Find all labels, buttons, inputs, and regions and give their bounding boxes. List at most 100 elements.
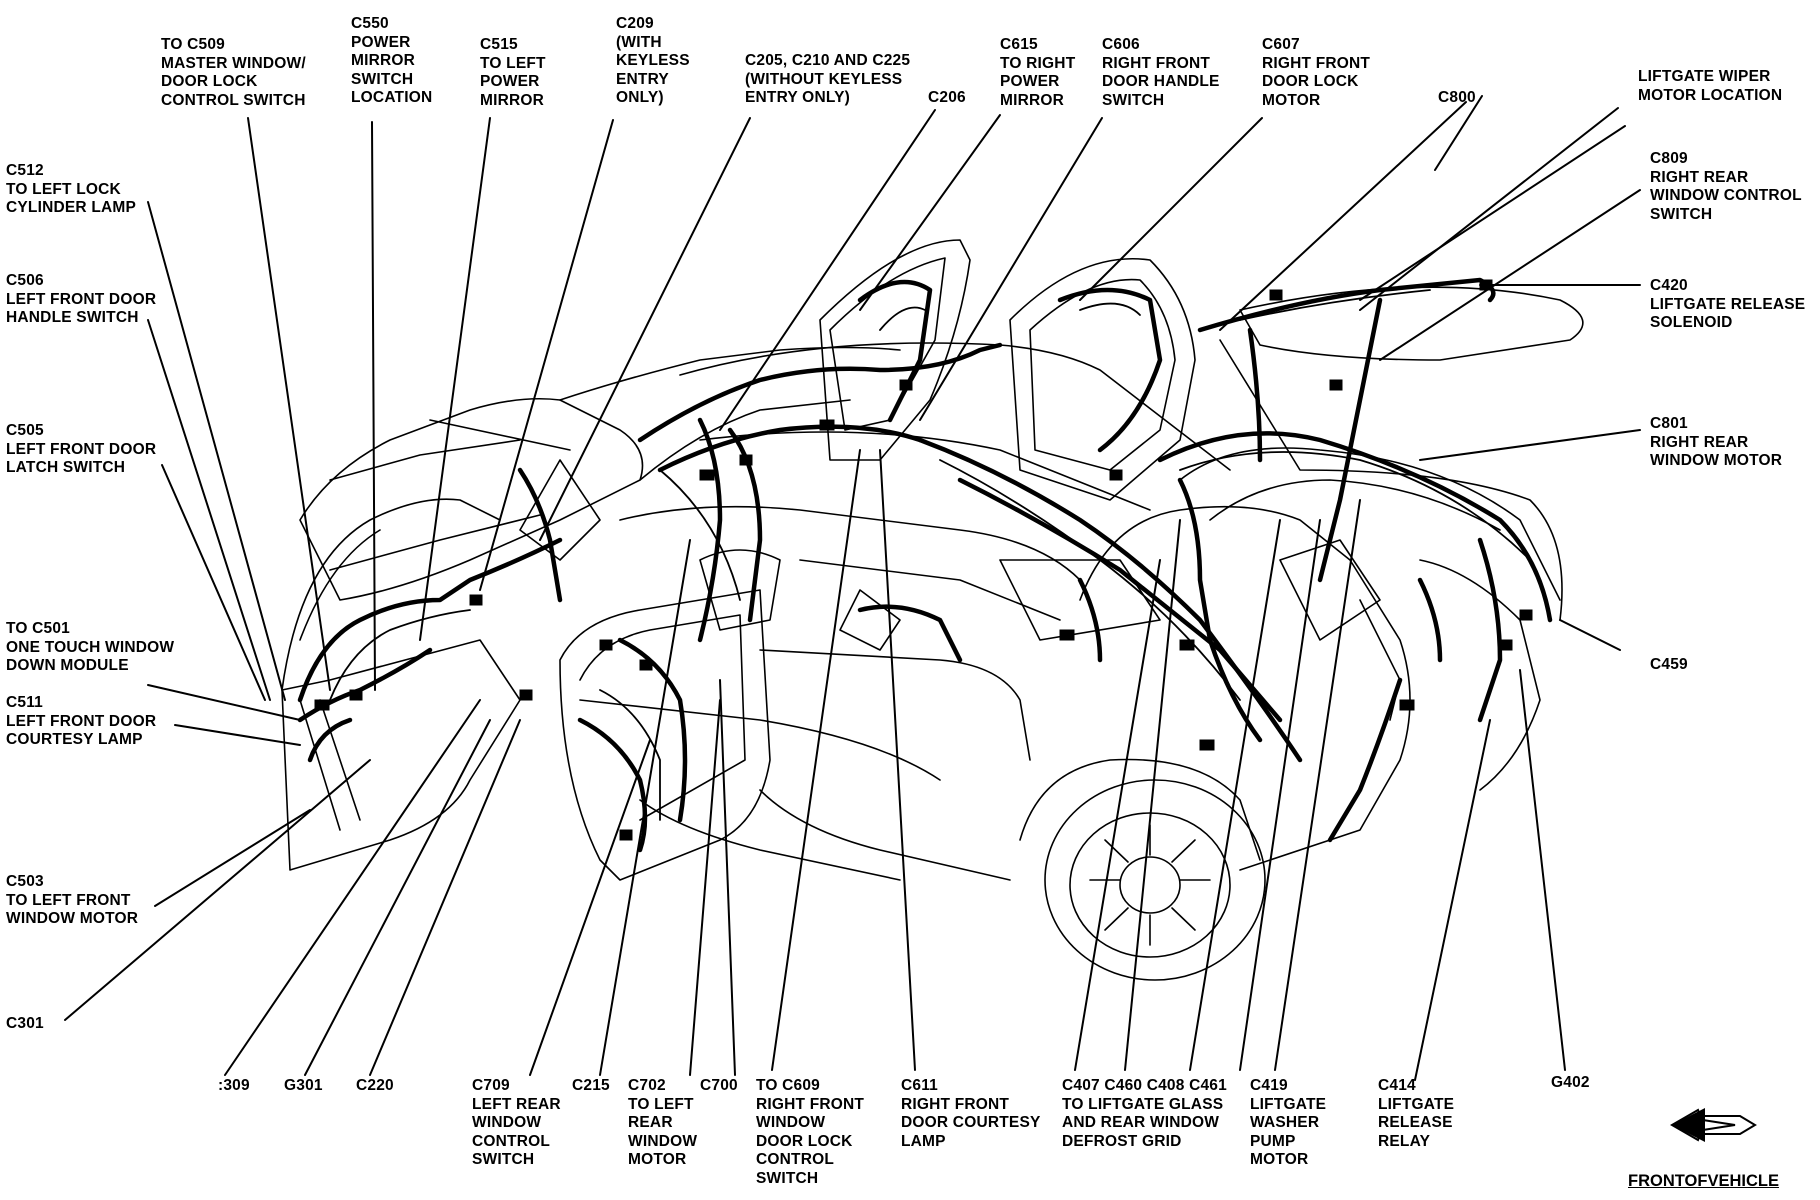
label-line: C505 <box>6 422 44 439</box>
label-line: SOLENOID <box>1650 314 1733 331</box>
label-line: C215 <box>572 1077 610 1094</box>
label-line: WASHER <box>1250 1114 1320 1131</box>
label-line: HANDLE SWITCH <box>6 309 139 326</box>
label-line: C419 <box>1250 1077 1288 1094</box>
label-line: C459 <box>1650 656 1688 673</box>
label-line: C205, C210 AND C225 <box>745 52 911 69</box>
label-line: CYLINDER LAMP <box>6 199 137 216</box>
connectors <box>314 279 1533 841</box>
label-line: C702 <box>628 1077 666 1094</box>
label-line: WINDOW <box>628 1132 698 1150</box>
label-c700: C700 <box>700 1077 738 1096</box>
label-line: :309 <box>218 1077 250 1094</box>
label-line: TO C501 <box>6 620 71 637</box>
label-line: C801 <box>1650 415 1688 432</box>
label-line: C700 <box>700 1077 738 1094</box>
front-of-vehicle-label: FRONTOFVEHICLE <box>1628 1172 1779 1190</box>
label-line: DOOR LOCK <box>1262 73 1359 90</box>
label-line: TO LEFT FRONT <box>6 891 131 909</box>
label-line: LIFTGATE <box>1250 1095 1327 1113</box>
label-line: POWER <box>1000 73 1060 90</box>
label-line: COURTESY LAMP <box>6 731 143 748</box>
label-line: AND REAR WINDOW <box>1062 1114 1220 1131</box>
label-line: DEFROST GRID <box>1062 1132 1182 1150</box>
label-line: LIFTGATE RELEASE <box>1650 295 1806 313</box>
label-line: C515 <box>480 36 518 53</box>
label-c459: C459 <box>1650 656 1688 675</box>
label-line: PUMP <box>1250 1132 1296 1150</box>
label-line: REAR <box>628 1114 673 1131</box>
label-line: C301 <box>6 1015 44 1032</box>
label-line: SWITCH <box>756 1169 819 1187</box>
label-line: POWER <box>351 33 411 51</box>
label-line: RIGHT FRONT <box>1102 54 1211 72</box>
label-g402: G402 <box>1551 1074 1590 1093</box>
label-c220: C220 <box>356 1077 394 1096</box>
label-c800: C800 <box>1438 89 1476 108</box>
label-line: RIGHT REAR <box>1650 433 1749 451</box>
label-line: MIRROR <box>351 52 416 69</box>
label-line: C506 <box>6 272 44 289</box>
front-arrow-icon <box>1669 1108 1757 1142</box>
label-line: TO RIGHT <box>1000 54 1076 72</box>
label-line: DOOR LOCK <box>161 73 258 90</box>
label-line: ONE TOUCH WINDOW <box>6 638 175 656</box>
leader-lines <box>64 95 1641 1081</box>
label-line: RIGHT FRONT <box>901 1095 1010 1113</box>
label-line: DOOR LOCK <box>756 1132 853 1150</box>
label-line: MOTOR <box>1262 91 1321 109</box>
label-line: TO LEFT LOCK <box>6 180 121 198</box>
label-c206: C206 <box>928 89 966 108</box>
label-line: LAMP <box>901 1132 946 1150</box>
label-line: (WITHOUT KEYLESS <box>745 70 903 88</box>
label-line: C407 C460 C408 C461 <box>1062 1077 1227 1094</box>
label-line: ENTRY <box>616 70 669 88</box>
label-line: TO LIFTGATE GLASS <box>1062 1095 1224 1113</box>
label-line: WINDOW MOTOR <box>1650 452 1783 469</box>
label-line: ONLY) <box>616 89 664 106</box>
label-line: LEFT FRONT DOOR <box>6 712 157 730</box>
label-line: LOCATION <box>351 89 433 106</box>
label-line: C209 <box>616 15 654 32</box>
label-line: LEFT FRONT DOOR <box>6 290 157 308</box>
label-line: WINDOW CONTROL <box>1650 187 1802 204</box>
label-line: CONTROL <box>756 1151 835 1168</box>
label-line: C414 <box>1378 1077 1416 1094</box>
label-line: RELAY <box>1378 1132 1431 1150</box>
label-line: C550 <box>351 15 389 32</box>
label-g301: G301 <box>284 1077 323 1096</box>
label-line: TO LEFT <box>628 1095 694 1113</box>
label-line: LEFT REAR <box>472 1095 561 1113</box>
label-line: TO LEFT <box>480 54 546 72</box>
label-line: SWITCH <box>1650 205 1713 223</box>
label-line: C420 <box>1650 277 1688 294</box>
label-line: CONTROL SWITCH <box>161 91 306 109</box>
label-line: C503 <box>6 873 44 890</box>
wiring-harness <box>297 277 1553 853</box>
label-line: MOTOR <box>1250 1151 1309 1168</box>
label-line: RIGHT FRONT <box>756 1095 865 1113</box>
label-line: WINDOW <box>472 1114 542 1131</box>
label-line: ENTRY ONLY) <box>745 89 850 106</box>
label-line: SWITCH <box>472 1151 535 1168</box>
label-line: MOTOR LOCATION <box>1638 86 1783 104</box>
label-line: (WITH <box>616 33 662 51</box>
label-line: C611 <box>901 1077 938 1094</box>
